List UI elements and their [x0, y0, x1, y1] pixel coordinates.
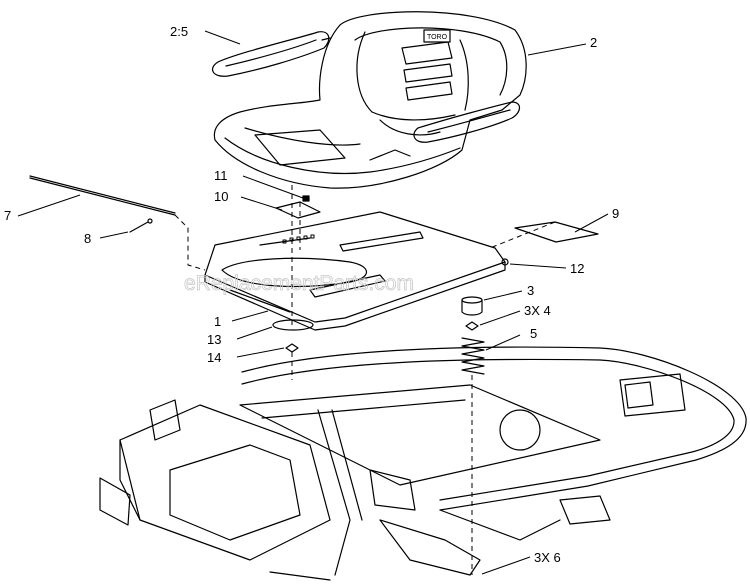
callout-14: 14: [207, 350, 221, 365]
leader-2-5: [204, 30, 241, 45]
callout-3x4: 3X 4: [524, 303, 551, 318]
dash-decal: [489, 221, 556, 249]
spring-cap: [461, 296, 483, 316]
callout-12: 12: [570, 261, 584, 276]
leader-1: [231, 310, 269, 322]
mower-frame: [99, 346, 747, 581]
seat-pan: [204, 211, 509, 331]
callout-11: 11: [214, 168, 228, 183]
leader-3x4: [479, 310, 521, 326]
seat: [213, 11, 527, 189]
washer: [272, 319, 314, 331]
nut: [285, 343, 299, 353]
spring: [461, 337, 485, 375]
bracket: [275, 195, 321, 219]
callout-2: 2: [590, 35, 597, 50]
leader-14: [236, 347, 285, 358]
leader-5: [485, 334, 521, 351]
leader-13: [236, 326, 273, 340]
decal: [514, 221, 599, 243]
leader-12: [509, 263, 567, 269]
leader-2: [527, 43, 587, 56]
watermark: eReplacementParts.com: [184, 272, 414, 295]
callout-8: 8: [84, 231, 91, 246]
svg-text:TORO: TORO: [427, 34, 448, 41]
leader-8: [99, 231, 129, 239]
rod: [29, 175, 176, 216]
callout-2-5: 2:5: [170, 24, 188, 39]
leader-3: [483, 290, 523, 301]
leader-3x6: [481, 556, 531, 575]
seat-logo: TORO: [423, 29, 451, 43]
callout-1: 1: [214, 314, 221, 329]
leader-11: [242, 175, 304, 199]
left-armrest: [211, 31, 331, 77]
spring-washer: [465, 321, 479, 331]
pin: [129, 218, 153, 233]
pan-holes: [282, 234, 315, 244]
callout-13: 13: [207, 332, 221, 347]
dash-rod-pan: [174, 214, 206, 271]
leader-10: [240, 196, 283, 211]
callout-9: 9: [612, 206, 619, 221]
callout-10: 10: [214, 189, 228, 204]
callout-5: 5: [530, 326, 537, 341]
right-armrest: [413, 101, 521, 143]
leader-7: [17, 194, 81, 217]
callout-3x6: 3X 6: [534, 550, 561, 565]
callout-3: 3: [527, 283, 534, 298]
callout-7: 7: [4, 208, 11, 223]
leader-9: [574, 213, 609, 233]
